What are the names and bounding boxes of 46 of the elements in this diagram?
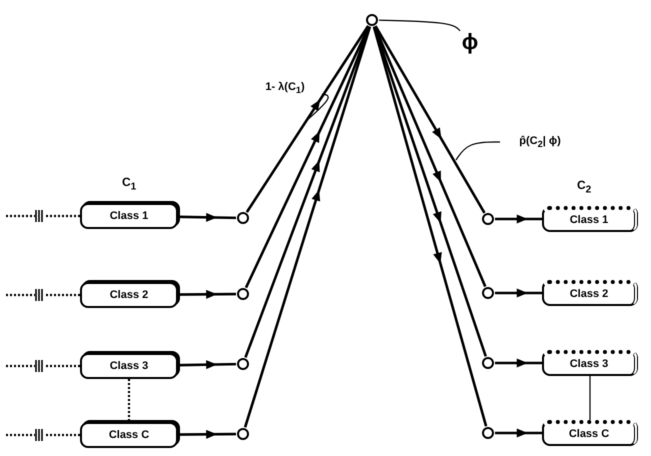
class-box: Class 1 — [80, 203, 178, 229]
arrow — [178, 360, 236, 370]
class-box: Class 3 — [80, 353, 178, 379]
column-heading: C$_{1}$ — [122, 175, 136, 192]
arrow — [374, 26, 486, 288]
arrow — [178, 290, 236, 299]
class-box: Class 2 — [542, 280, 638, 306]
phi-symbol: ϕ — [460, 28, 480, 56]
arrow — [495, 428, 542, 438]
class-box: Class C — [542, 420, 638, 446]
dotted-line — [6, 214, 80, 218]
arrow — [495, 288, 542, 298]
arrow — [495, 214, 542, 224]
junction-circle — [237, 428, 249, 440]
junction-circle — [237, 358, 249, 370]
junction-circle — [366, 14, 378, 26]
arrow — [372, 26, 488, 427]
class-box: Class 3 — [542, 350, 638, 376]
leader-line — [456, 141, 500, 160]
junction-circle — [237, 288, 249, 300]
arrow — [178, 430, 236, 439]
arrow — [244, 26, 372, 428]
arrow — [244, 26, 371, 358]
dotted-line — [6, 364, 80, 368]
junction-circle — [237, 212, 249, 224]
arrow — [495, 358, 542, 368]
junction-circle — [482, 213, 494, 225]
dotted-line — [6, 434, 80, 436]
leader-line — [378, 20, 460, 32]
dotted-line — [128, 379, 130, 422]
dotted-line — [6, 294, 80, 296]
arrow — [373, 26, 487, 357]
arrow — [246, 25, 370, 213]
arrow — [374, 25, 486, 214]
arrow — [244, 26, 370, 288]
annotation-text: 1- λ(C$_{1}$) — [248, 80, 322, 96]
annotation-text: p̂(C$_{2}$| ϕ) — [500, 133, 580, 151]
arrow — [178, 212, 236, 222]
class-box: Class 2 — [80, 282, 178, 308]
junction-circle — [482, 287, 494, 299]
column-heading: C$_{2}$ — [577, 178, 592, 196]
class-box: Class C — [80, 422, 178, 448]
junction-circle — [482, 427, 494, 439]
connector-line — [589, 376, 591, 420]
junction-circle — [482, 357, 494, 369]
class-box: Class 1 — [542, 206, 638, 232]
